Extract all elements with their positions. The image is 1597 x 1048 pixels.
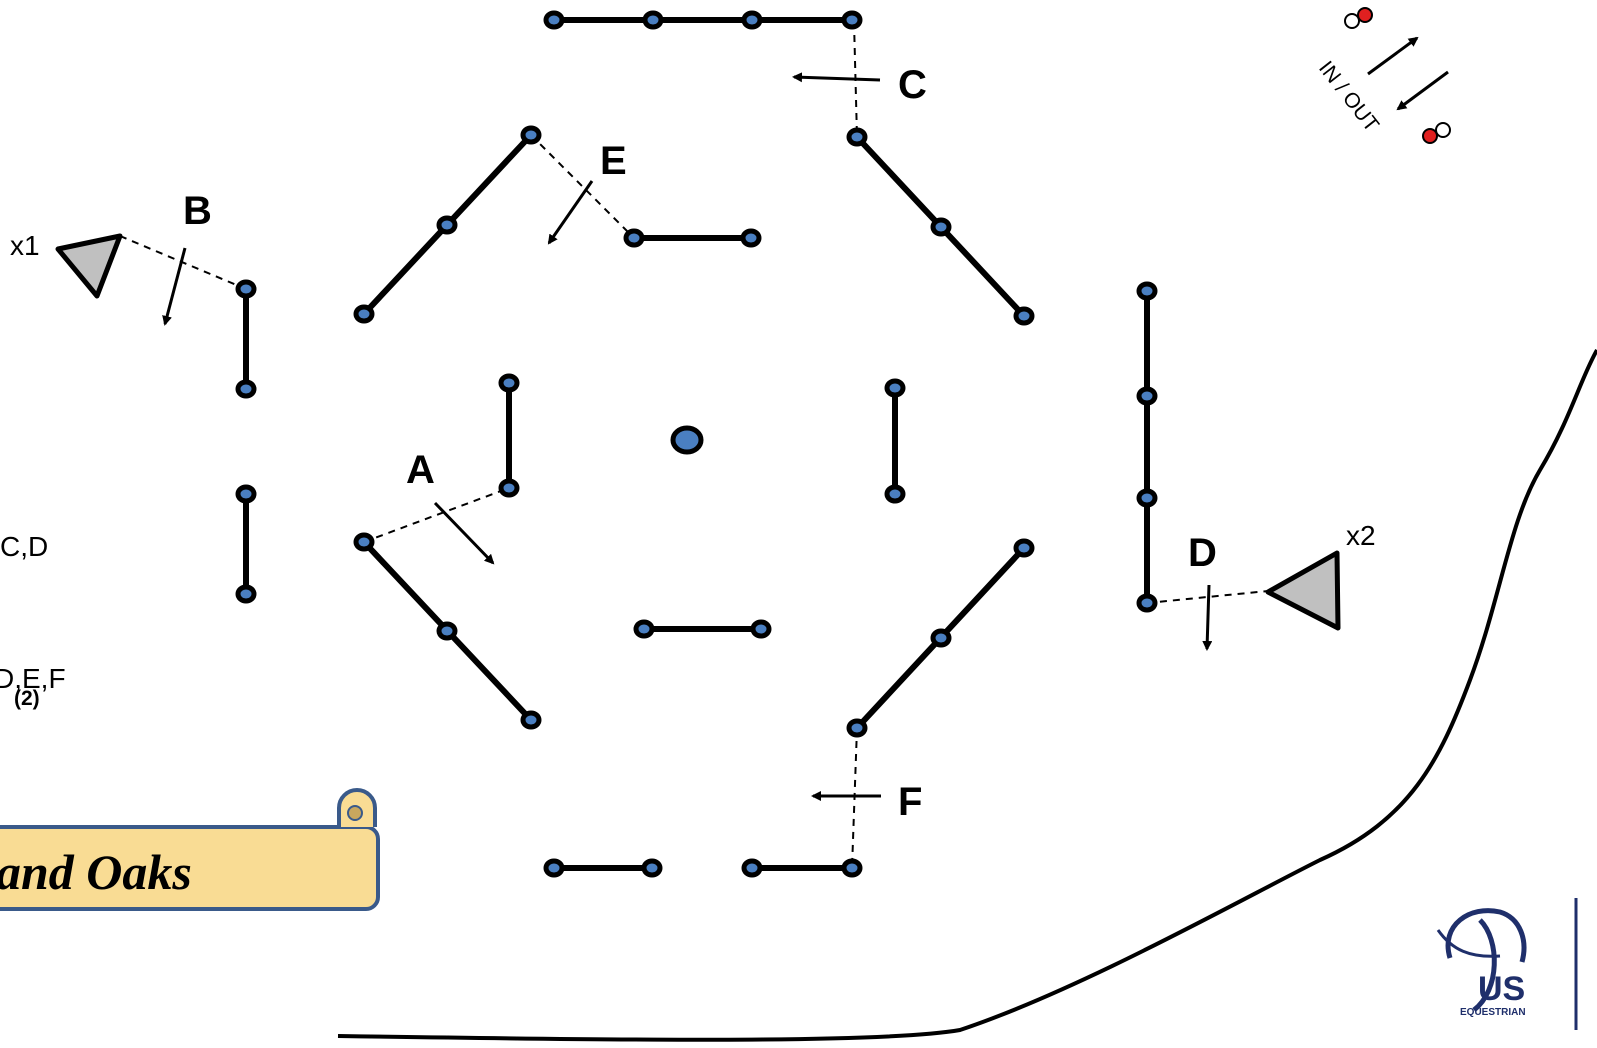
post [235, 279, 257, 299]
title-banner: and Oaks [0, 788, 380, 911]
posts [235, 10, 1158, 878]
arena-boundary [337, 349, 1597, 1042]
arrow-in [1367, 36, 1419, 76]
fence-label-f: F [898, 780, 922, 824]
arrow-c [792, 72, 881, 83]
post [235, 484, 257, 504]
post [884, 484, 906, 504]
arrow-d [1202, 584, 1213, 651]
post [520, 125, 542, 145]
post [846, 127, 868, 147]
rails [243, 17, 1150, 871]
post [884, 378, 906, 398]
arrow-out [1396, 70, 1449, 111]
fence-label-b: B [183, 189, 212, 233]
post [436, 215, 458, 235]
post [1013, 306, 1035, 326]
post [841, 858, 863, 878]
post [1013, 538, 1035, 558]
post [846, 718, 868, 738]
post [740, 228, 762, 248]
guide-f [851, 727, 858, 869]
banner-curl-knob [347, 805, 363, 821]
direction-arrows [162, 36, 1449, 801]
banner-body [0, 825, 380, 911]
post [436, 621, 458, 641]
arrow-b [162, 247, 187, 326]
course-note-line-2: D,E,F [0, 663, 66, 694]
guide-a [363, 487, 510, 543]
guide-b [119, 235, 247, 290]
us-equestrian-horse-logo-icon: US EQUESTRIAN [1436, 898, 1578, 1030]
post [1136, 488, 1158, 508]
marker-triangle-x2 [1265, 550, 1341, 631]
post [1136, 386, 1158, 406]
post [623, 228, 645, 248]
guide-e [530, 134, 635, 239]
red-white-flag-icon [1422, 122, 1451, 144]
logo-us: US [1478, 970, 1525, 1008]
post [841, 10, 863, 30]
post [741, 858, 763, 878]
arrow-e [547, 180, 594, 245]
post [750, 619, 772, 639]
arrow-a [433, 501, 495, 565]
fence-label-c: C [898, 63, 927, 107]
post [235, 379, 257, 399]
course-note-line-1: C,D [0, 531, 48, 562]
post [641, 858, 663, 878]
marker-label-x2: x2 [1346, 520, 1376, 551]
fence-label-a: A [406, 448, 435, 492]
logo-equestrian: EQUESTRIAN [1460, 1007, 1526, 1018]
post [543, 10, 565, 30]
marker-triangle-x1 [55, 233, 123, 299]
post [930, 217, 952, 237]
fence-label-d: D [1188, 531, 1217, 575]
post [498, 373, 520, 393]
post [235, 584, 257, 604]
post [498, 478, 520, 498]
fence-label-e: E [600, 139, 627, 183]
post [741, 10, 763, 30]
center-post [670, 425, 704, 455]
post [1136, 281, 1158, 301]
post [353, 304, 375, 324]
post [642, 10, 664, 30]
post [633, 619, 655, 639]
post [930, 628, 952, 648]
banner-title: and Oaks [0, 844, 192, 900]
marker-label-x1: x1 [10, 230, 40, 261]
red-white-flag-icon [1344, 7, 1373, 29]
post [543, 858, 565, 878]
course-note-line-2-mark: (2) [14, 687, 40, 710]
post [353, 532, 375, 552]
post [520, 710, 542, 730]
post [1136, 593, 1158, 613]
